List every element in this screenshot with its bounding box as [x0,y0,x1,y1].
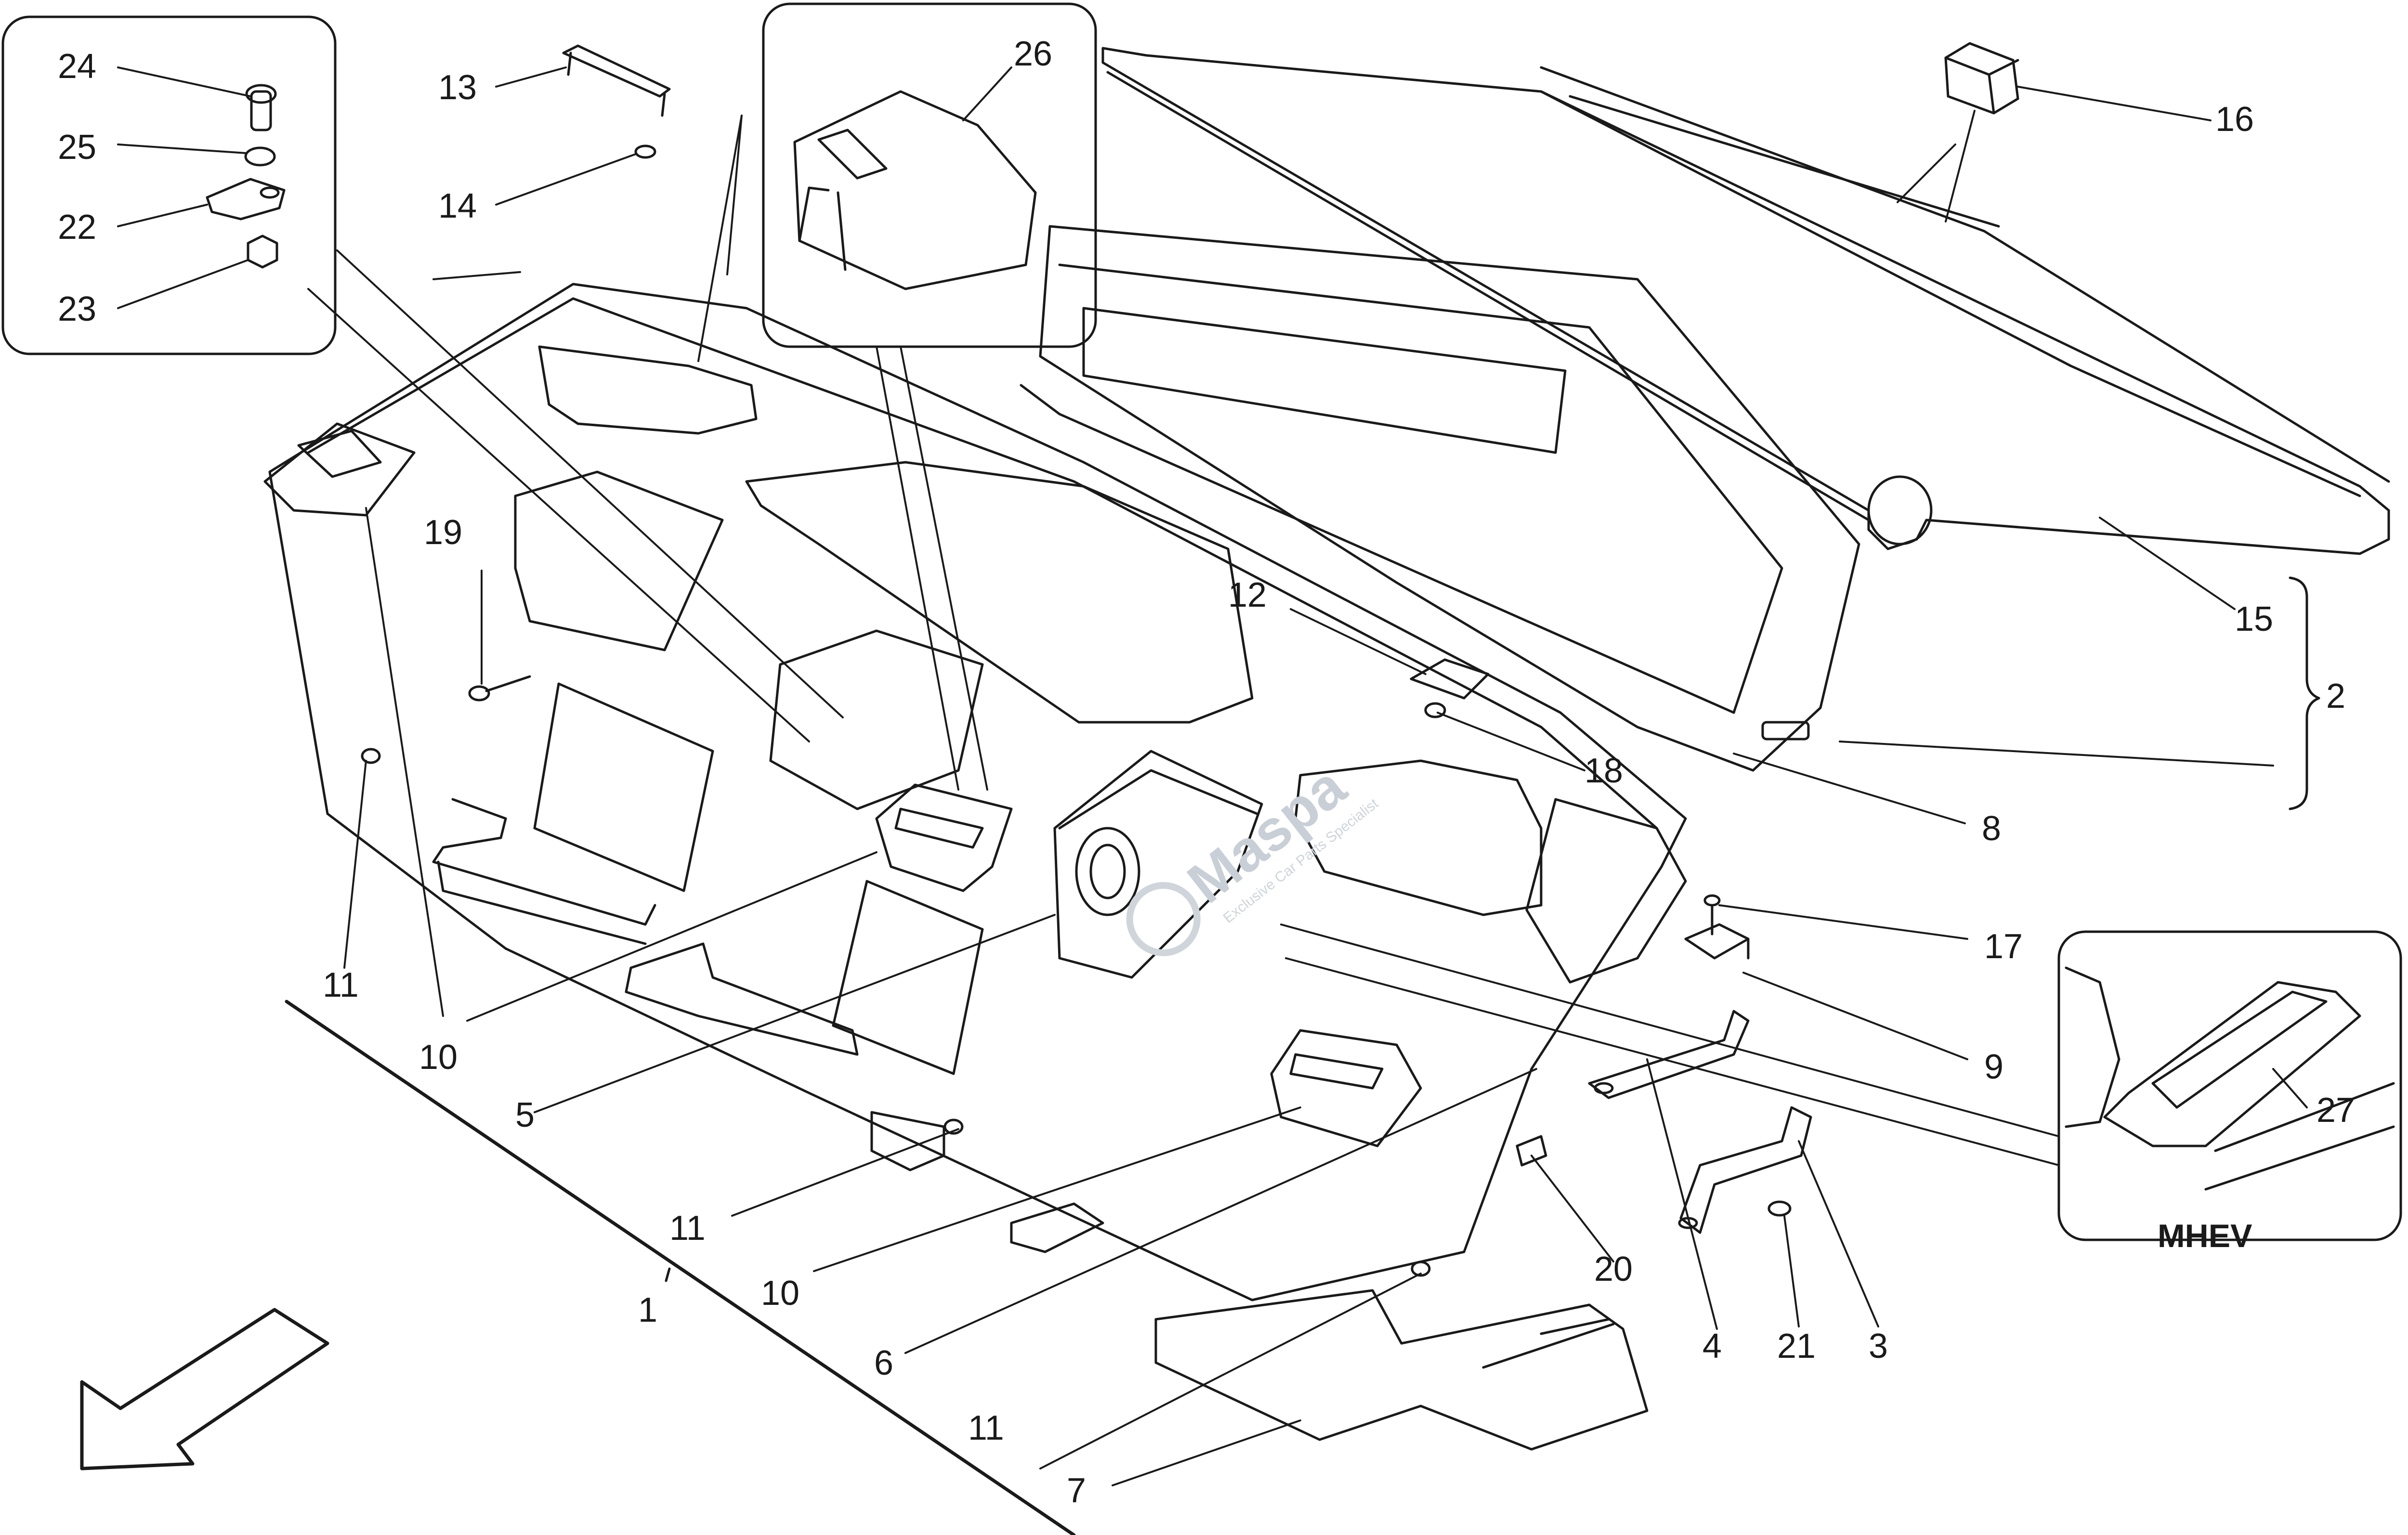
callout-15: 15 [2235,600,2273,638]
armrest-5 [1053,750,1263,979]
nut-23-icon [247,234,278,269]
callout-labels: 24 25 22 23 13 14 26 16 15 2 12 18 8 19 … [58,35,2355,1510]
callout-16: 16 [2215,100,2254,139]
callout-19: 19 [424,513,462,552]
callout-18: 18 [1584,752,1623,790]
leader-lines [117,66,2308,1486]
washer-25-icon [244,146,276,167]
belt-guide-10-left [263,422,416,517]
callout-23: 23 [58,290,96,328]
nut-21-icon [1767,1200,1792,1217]
assembly-line-1 [285,1000,1076,1535]
callout-27: 27 [2316,1091,2355,1130]
belt-guide-10-right [1270,1029,1422,1147]
clip-18-icon [1424,702,1446,718]
plugs-11 [361,748,1431,1277]
parcel-shelf-8 [1020,225,1860,772]
inset-pointer-lines [307,110,2060,1166]
mhev-inset [2057,930,2402,1241]
callout-24: 24 [58,47,96,86]
callout-12: 12 [1228,576,1267,614]
callout-9: 9 [1984,1048,2003,1086]
callout-1: 1 [638,1291,657,1329]
callout-7: 7 [1067,1471,1086,1510]
screw-19-icon [468,675,531,702]
direction-arrow-icon [80,1308,329,1470]
callout-25: 25 [58,128,96,167]
bracket-4-icon [1588,1010,1750,1099]
callout-11-center: 11 [669,1209,706,1248]
assembly-tick-1 [665,1267,671,1282]
roller-blind-15 [1101,47,2390,555]
callout-4: 4 [1702,1327,1722,1366]
callout-5: 5 [515,1096,535,1134]
part-26-inset [762,2,1097,348]
callout-10-center: 10 [761,1274,799,1313]
clip-13-icon [562,44,671,117]
callout-26: 26 [1014,35,1052,73]
bracket-3-icon [1678,1106,1812,1234]
callout-22: 22 [58,208,96,247]
rear-trim-panel-1 [268,283,1687,1301]
mhev-label: MHEV [2158,1218,2252,1254]
clip-20-icon [1516,1135,1547,1167]
foam-pads [432,798,1104,1253]
bolt-24-icon [245,84,277,131]
callout-11-left: 11 [323,966,359,1004]
group-bracket-2 [2289,576,2320,810]
callout-10-left: 10 [419,1038,458,1077]
callout-21: 21 [1777,1327,1816,1366]
callout-11-right: 11 [968,1409,1004,1447]
callout-6: 6 [874,1344,893,1382]
fastener-inset [1,15,337,355]
bracket-22-icon [206,178,286,221]
callout-13: 13 [438,68,477,107]
callout-17: 17 [1984,927,2023,966]
bracket-12-icon [1410,658,1490,700]
bracket-9-icon [1684,923,1750,960]
watermark-logo-icon [1126,882,1201,956]
callout-8: 8 [1982,809,2001,848]
belt-guide-10-center [875,783,1013,892]
screw-17-icon [1703,894,1721,936]
callout-3: 3 [1869,1327,1888,1366]
callout-14: 14 [438,187,477,225]
relay-16-icon [1944,42,2019,115]
callout-2: 2 [2326,677,2345,715]
washer-14-icon [634,144,656,159]
lower-panel-7 [1154,1289,1649,1451]
callout-20: 20 [1594,1250,1633,1288]
